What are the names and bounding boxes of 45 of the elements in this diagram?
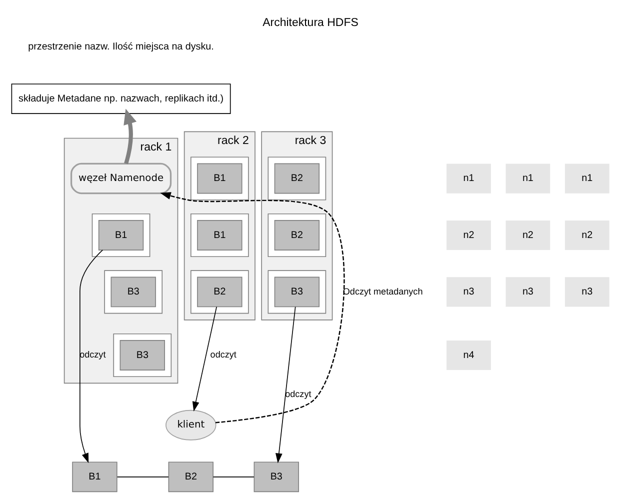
- label: n3: [463, 286, 474, 298]
- node-ellipse: klient: [166, 409, 216, 440]
- label: n1: [522, 172, 534, 184]
- label: przestrzenie nazw. Ilość miejsca na dysku.: [28, 41, 214, 52]
- label: n1: [463, 172, 474, 184]
- label: n3: [582, 286, 593, 298]
- label: n1: [582, 172, 593, 184]
- arrow: [124, 108, 137, 164]
- cluster: [92, 212, 150, 257]
- diagram-title: Architektura HDFS: [262, 16, 358, 28]
- label: n2: [463, 229, 474, 240]
- edge-label: Odczyt metadanych: [342, 286, 423, 296]
- node-box: B3: [120, 340, 165, 370]
- cluster: [190, 270, 249, 314]
- cluster: [113, 332, 172, 377]
- arrow: [276, 306, 296, 463]
- node-box: B1: [72, 461, 118, 492]
- node-box: B1: [197, 162, 242, 194]
- node-box: B2: [274, 162, 320, 194]
- label: n3: [522, 286, 534, 298]
- label: n2: [522, 229, 534, 240]
- cluster: [190, 212, 249, 257]
- node-box: węzeł Namenode: [70, 162, 172, 194]
- cluster: [268, 156, 326, 200]
- node-box: B2: [168, 461, 214, 492]
- connector: [212, 476, 254, 477]
- node-box: B3: [254, 461, 299, 492]
- cluster: [190, 156, 249, 200]
- node-box: B2: [197, 276, 242, 307]
- node-box: B1: [197, 220, 242, 250]
- node-box: B3: [110, 276, 156, 307]
- label: n2: [582, 229, 593, 240]
- label: n4: [463, 349, 474, 360]
- node-box: B2: [274, 220, 320, 250]
- arrow: [160, 192, 345, 423]
- node-box: B1: [98, 220, 144, 250]
- cluster: [268, 212, 326, 257]
- cluster: [268, 270, 326, 314]
- node-box: składuje Metadane np. nazwach, replikach itd.): [11, 83, 231, 114]
- edge-label: odczyt: [210, 349, 236, 360]
- arrow: [192, 306, 217, 412]
- node-box: B3: [274, 276, 320, 307]
- connector: [116, 476, 169, 477]
- cluster: [104, 270, 163, 314]
- arrow: [80, 249, 104, 463]
